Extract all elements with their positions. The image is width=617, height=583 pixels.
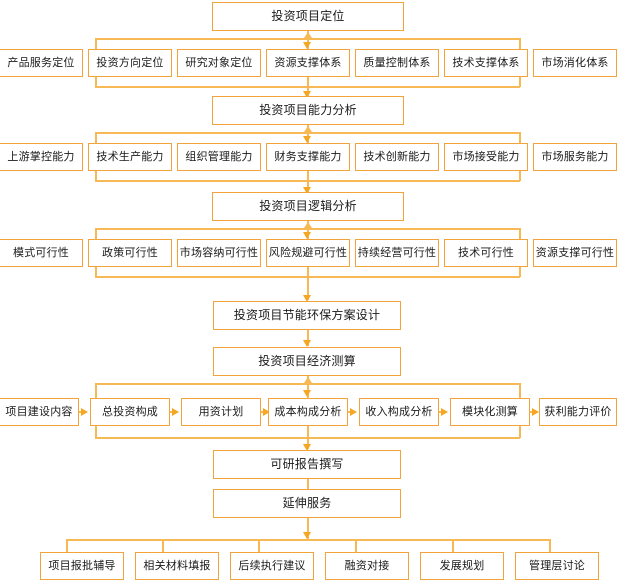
drop-tier7-3 — [258, 539, 260, 553]
node-tier7-item-2[interactable]: 相关材料填报 — [135, 552, 219, 580]
node-tier7-item-4[interactable]: 融资对接 — [325, 552, 409, 580]
arrow-down-tier1 — [303, 42, 311, 49]
drop-tier5-1 — [95, 383, 97, 398]
node-tier5-header[interactable]: 投资项目经济测算 — [213, 347, 401, 376]
node-tier5-item-6[interactable]: 模块化测算 — [450, 398, 530, 426]
rise-tier5-7 — [519, 426, 521, 438]
drop-tier2-1 — [95, 132, 97, 143]
node-tier7-item-6[interactable]: 管理层讨论 — [515, 552, 599, 580]
node-tier1-item-7[interactable]: 市场消化体系 — [533, 49, 617, 77]
arrow-right-tier5-5 — [441, 407, 448, 416]
drop-tier7-2 — [162, 539, 164, 553]
arrow-right-tier5-2 — [172, 407, 179, 416]
arrow-right-tier5-4 — [350, 407, 357, 416]
node-tier2-header[interactable]: 投资项目能力分析 — [212, 96, 404, 125]
drop-tier5-7 — [519, 383, 521, 398]
arrow-down-to-tier4 — [303, 295, 311, 302]
node-tier7-item-1[interactable]: 项目报批辅导 — [40, 552, 124, 580]
rise-tier2-1 — [95, 171, 97, 181]
node-tier6-header[interactable]: 可研报告撰写 — [213, 450, 401, 479]
connector-tier4-to-tier5 — [307, 330, 309, 346]
drop-tier7-4 — [355, 539, 357, 553]
collector-tier3-down — [307, 267, 309, 300]
arrow-down-to-tier2 — [303, 91, 311, 98]
arrow-down-tier7 — [303, 532, 311, 539]
collector-tier2-down — [307, 171, 309, 192]
drop-tier2-7 — [519, 132, 521, 143]
arrow-down-to-tier6 — [303, 444, 311, 451]
arrow-down-tier3 — [303, 232, 311, 239]
node-tier3-item-7[interactable]: 资源支撑可行性 — [533, 239, 617, 267]
rise-tier1-7 — [519, 77, 521, 87]
arrow-up-tier3 — [304, 222, 312, 228]
node-tier2-item-5[interactable]: 技术创新能力 — [355, 143, 439, 171]
node-tier3-item-5[interactable]: 持续经营可行性 — [355, 239, 439, 267]
arrow-up-tier5 — [304, 377, 312, 383]
rise-tier3-7 — [519, 267, 521, 277]
collector-tier5-down — [307, 426, 309, 449]
node-tier3-item-4[interactable]: 风险规避可行性 — [266, 239, 350, 267]
node-tier4-header[interactable]: 投资项目节能环保方案设计 — [213, 301, 401, 330]
arrow-down-to-tier3 — [303, 187, 311, 194]
connector-tier6-to-tier7 — [307, 479, 309, 495]
drop-tier7-6 — [549, 539, 551, 553]
node-tier1-header[interactable]: 投资项目定位 — [212, 2, 404, 31]
drop-tier3-1 — [95, 228, 97, 239]
arrow-down-tier5 — [303, 390, 311, 397]
node-tier3-item-3[interactable]: 市场容纳可行性 — [177, 239, 261, 267]
arrow-down-tier2 — [303, 136, 311, 143]
drop-tier7-5 — [452, 539, 454, 553]
arrow-right-tier5-6 — [532, 407, 539, 416]
arrow-right-tier5-1 — [81, 407, 88, 416]
node-tier5-item-3[interactable]: 用资计划 — [181, 398, 261, 426]
arrow-right-tier5-3 — [263, 407, 270, 416]
collector-tier1-down — [307, 77, 309, 98]
rise-tier1-1 — [95, 77, 97, 87]
node-tier3-item-1[interactable]: 模式可行性 — [0, 239, 83, 267]
node-tier7-header[interactable]: 延伸服务 — [213, 489, 401, 518]
rise-tier3-1 — [95, 267, 97, 277]
node-tier1-item-3[interactable]: 研究对象定位 — [177, 49, 261, 77]
drop-tier1-7 — [519, 38, 521, 49]
arrow-down-to-tier5 — [303, 340, 311, 347]
node-tier2-item-2[interactable]: 技术生产能力 — [88, 143, 172, 171]
arrow-up-tier2 — [304, 126, 312, 132]
node-tier1-item-4[interactable]: 资源支撑体系 — [266, 49, 350, 77]
node-tier2-item-1[interactable]: 上游掌控能力 — [0, 143, 83, 171]
node-tier5-item-7[interactable]: 获利能力评价 — [539, 398, 617, 426]
rise-tier5-1 — [95, 426, 97, 438]
node-tier2-item-6[interactable]: 市场接受能力 — [444, 143, 528, 171]
node-tier3-item-6[interactable]: 技术可行性 — [444, 239, 528, 267]
node-tier1-item-1[interactable]: 产品服务定位 — [0, 49, 83, 77]
node-tier1-item-2[interactable]: 投资方向定位 — [88, 49, 172, 77]
node-tier3-item-2[interactable]: 政策可行性 — [88, 239, 172, 267]
node-tier7-item-3[interactable]: 后续执行建议 — [230, 552, 314, 580]
arrow-up-tier1 — [304, 32, 312, 38]
node-tier7-item-5[interactable]: 发展规划 — [420, 552, 504, 580]
drop-tier3-7 — [519, 228, 521, 239]
node-tier2-item-7[interactable]: 市场服务能力 — [533, 143, 617, 171]
node-tier3-header[interactable]: 投资项目逻辑分析 — [212, 192, 404, 221]
node-tier5-item-2[interactable]: 总投资构成 — [90, 398, 170, 426]
node-tier5-item-1[interactable]: 项目建设内容 — [0, 398, 79, 426]
rise-tier2-7 — [519, 171, 521, 181]
node-tier1-item-5[interactable]: 质量控制体系 — [355, 49, 439, 77]
node-tier5-item-4[interactable]: 成本构成分析 — [268, 398, 348, 426]
connector-tier7-header-down — [307, 518, 309, 540]
drop-tier1-1 — [95, 38, 97, 49]
node-tier2-item-3[interactable]: 组织管理能力 — [177, 143, 261, 171]
node-tier1-item-6[interactable]: 技术支撑体系 — [444, 49, 528, 77]
node-tier5-item-5[interactable]: 收入构成分析 — [359, 398, 439, 426]
drop-tier7-1 — [66, 539, 68, 553]
bus-tier7 — [66, 539, 551, 541]
node-tier2-item-4[interactable]: 财务支撑能力 — [266, 143, 350, 171]
